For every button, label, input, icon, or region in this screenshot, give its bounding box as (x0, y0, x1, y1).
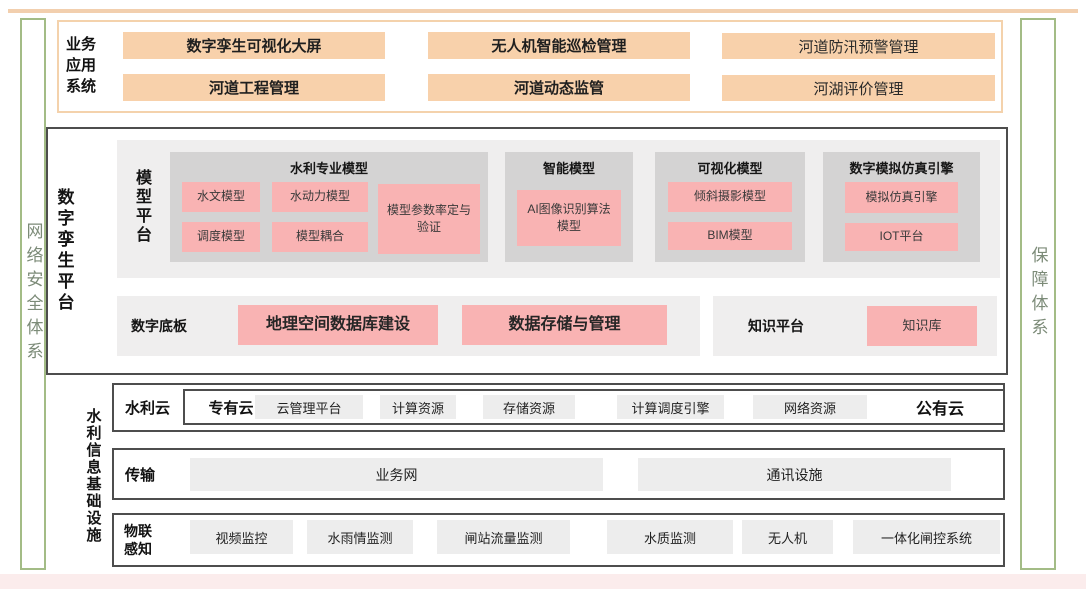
model-box-iot-platform: IOT平台 (845, 223, 958, 251)
model-box-bim: BIM模型 (668, 222, 792, 250)
iot-item-water-rain-monitoring: 水雨情监测 (307, 520, 413, 554)
group-hydraulic-models-title: 水利专业模型 (289, 161, 368, 176)
iot-item-video-surveillance: 视频监控 (190, 520, 293, 554)
cloud-item-storage-resources: 存储资源 (483, 395, 575, 419)
model-box-hydrology: 水文模型 (182, 182, 260, 212)
base-box-knowledge-base: 知识库 (867, 306, 977, 346)
transmission-item-business-network: 业务网 (190, 458, 603, 491)
infrastructure-section-label: 水利信息基础设施 (84, 407, 102, 544)
iot-item-gate-flow-monitoring: 闸站流量监测 (437, 520, 570, 554)
public-cloud-label: 公有云 (915, 401, 964, 418)
model-box-parameter-calibration: 模型参数率定与验证 (378, 184, 480, 254)
base-box-geospatial-database: 地理空间数据库建设 (238, 305, 438, 345)
private-cloud-label: 专有云 (208, 399, 254, 417)
group-simulation-engine-title: 数字模拟仿真引擎 (849, 161, 954, 176)
app-box-river-engineering: 河道工程管理 (123, 74, 385, 101)
network-security-pillar: 网络安全体系 (20, 18, 46, 570)
bottom-accent-band (0, 574, 1086, 589)
app-box-digital-twin-screen: 数字孪生可视化大屏 (123, 32, 385, 59)
business-apps-section-label: 业务应用系统 (66, 36, 97, 95)
top-accent-line (8, 9, 1078, 13)
cloud-item-compute-resources: 计算资源 (380, 395, 456, 419)
app-box-river-lake-evaluation: 河湖评价管理 (722, 75, 995, 101)
model-box-oblique-photography: 倾斜摄影模型 (668, 182, 792, 212)
model-box-coupling: 模型耦合 (272, 222, 368, 252)
iot-item-water-quality-monitoring: 水质监测 (607, 520, 733, 554)
cloud-item-scheduling-engine: 计算调度引擎 (617, 395, 724, 419)
cloud-item-network-resources: 网络资源 (753, 395, 867, 419)
guarantee-pillar: 保障体系 (1020, 18, 1056, 570)
digital-twin-label-wrap: 数字孪生平台 (50, 127, 78, 375)
group-intelligent-models-title: 智能模型 (542, 161, 595, 176)
model-box-ai-image-recognition: AI图像识别算法模型 (517, 190, 621, 246)
app-box-river-dynamic-supervision: 河道动态监管 (428, 74, 690, 101)
model-box-simulation-engine: 模拟仿真引擎 (845, 182, 958, 213)
model-platform-label-wrap: 模型平台 (124, 152, 158, 262)
network-security-label: 网络安全体系 (23, 222, 43, 366)
iot-sensing-label: 物联感知 (124, 523, 152, 558)
app-box-flood-warning: 河道防汛预警管理 (722, 33, 995, 59)
group-visualization-models-title: 可视化模型 (697, 161, 763, 176)
base-box-data-storage: 数据存储与管理 (462, 305, 667, 345)
iot-item-uav: 无人机 (742, 520, 833, 554)
app-box-uav-inspection: 无人机智能巡检管理 (428, 32, 690, 59)
knowledge-platform-label: 知识平台 (748, 318, 804, 334)
model-platform-label: 模型平台 (133, 169, 150, 245)
model-box-dispatch: 调度模型 (182, 222, 260, 252)
infrastructure-label-wrap: 水利信息基础设施 (78, 384, 108, 567)
transmission-item-communication-facilities: 通讯设施 (638, 458, 951, 491)
digital-twin-section-label: 数字孪生平台 (54, 188, 74, 314)
guarantee-label: 保障体系 (1028, 246, 1048, 342)
transmission-label: 传输 (125, 466, 156, 484)
digital-base-label: 数字底板 (131, 318, 187, 334)
cloud-item-management-platform: 云管理平台 (255, 395, 363, 419)
iot-item-integrated-gate-control: 一体化闸控系统 (853, 520, 1000, 554)
model-box-hydrodynamic: 水动力模型 (272, 182, 368, 212)
water-cloud-label: 水利云 (125, 400, 171, 417)
